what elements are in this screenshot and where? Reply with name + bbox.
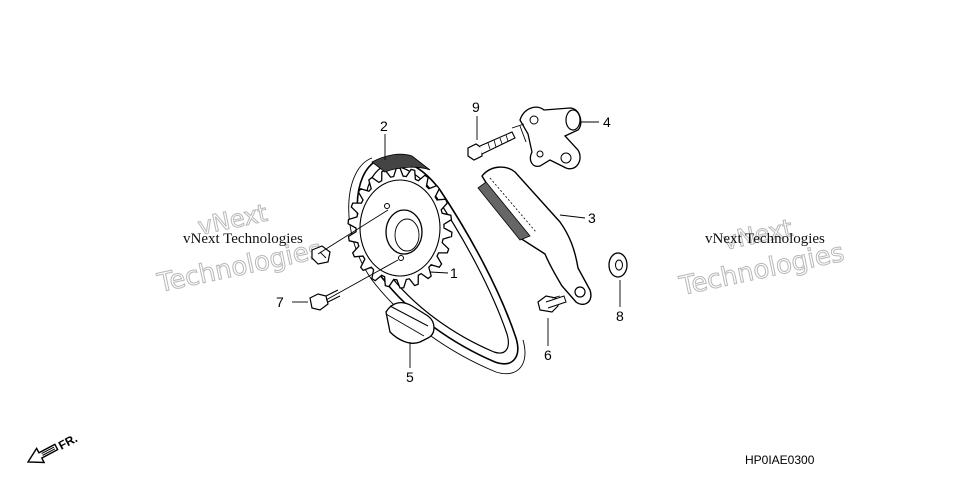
watermark-left: vNext Technologies vNext Technologies — [154, 198, 326, 299]
callout-8: 8 — [616, 308, 624, 324]
washer-8 — [608, 252, 628, 278]
chain-guide — [385, 301, 435, 344]
callout-2: 2 — [380, 118, 388, 134]
callout-6: 6 — [544, 347, 552, 363]
callout-1: 1 — [450, 265, 458, 281]
callout-5: 5 — [406, 369, 414, 385]
front-direction-indicator: FR. — [26, 431, 80, 464]
sprocket-bolt — [311, 245, 331, 265]
watermark-right: vNext Technologies vNext Technologies — [676, 213, 848, 302]
callout-9: 9 — [472, 99, 480, 115]
front-arrow-icon — [26, 443, 59, 464]
callouts: 1 2 3 4 5 6 7 8 9 — [276, 99, 624, 385]
front-label: FR. — [56, 431, 80, 452]
bolt-6 — [537, 295, 567, 313]
callout-3: 3 — [588, 210, 596, 226]
tensioner-arm — [477, 166, 592, 306]
watermark-right-plain: vNext Technologies — [705, 231, 825, 247]
bolt-7 — [309, 289, 341, 311]
callout-4: 4 — [603, 114, 611, 130]
leader-lines — [292, 116, 621, 368]
cam-sprocket — [347, 153, 453, 289]
tensioner-lifter — [519, 106, 582, 170]
callout-7: 7 — [276, 294, 284, 310]
diagram-code: HP0IAE0300 — [745, 453, 815, 467]
bolt-9 — [467, 131, 516, 161]
watermark-left-plain: vNext Technologies — [183, 231, 303, 247]
